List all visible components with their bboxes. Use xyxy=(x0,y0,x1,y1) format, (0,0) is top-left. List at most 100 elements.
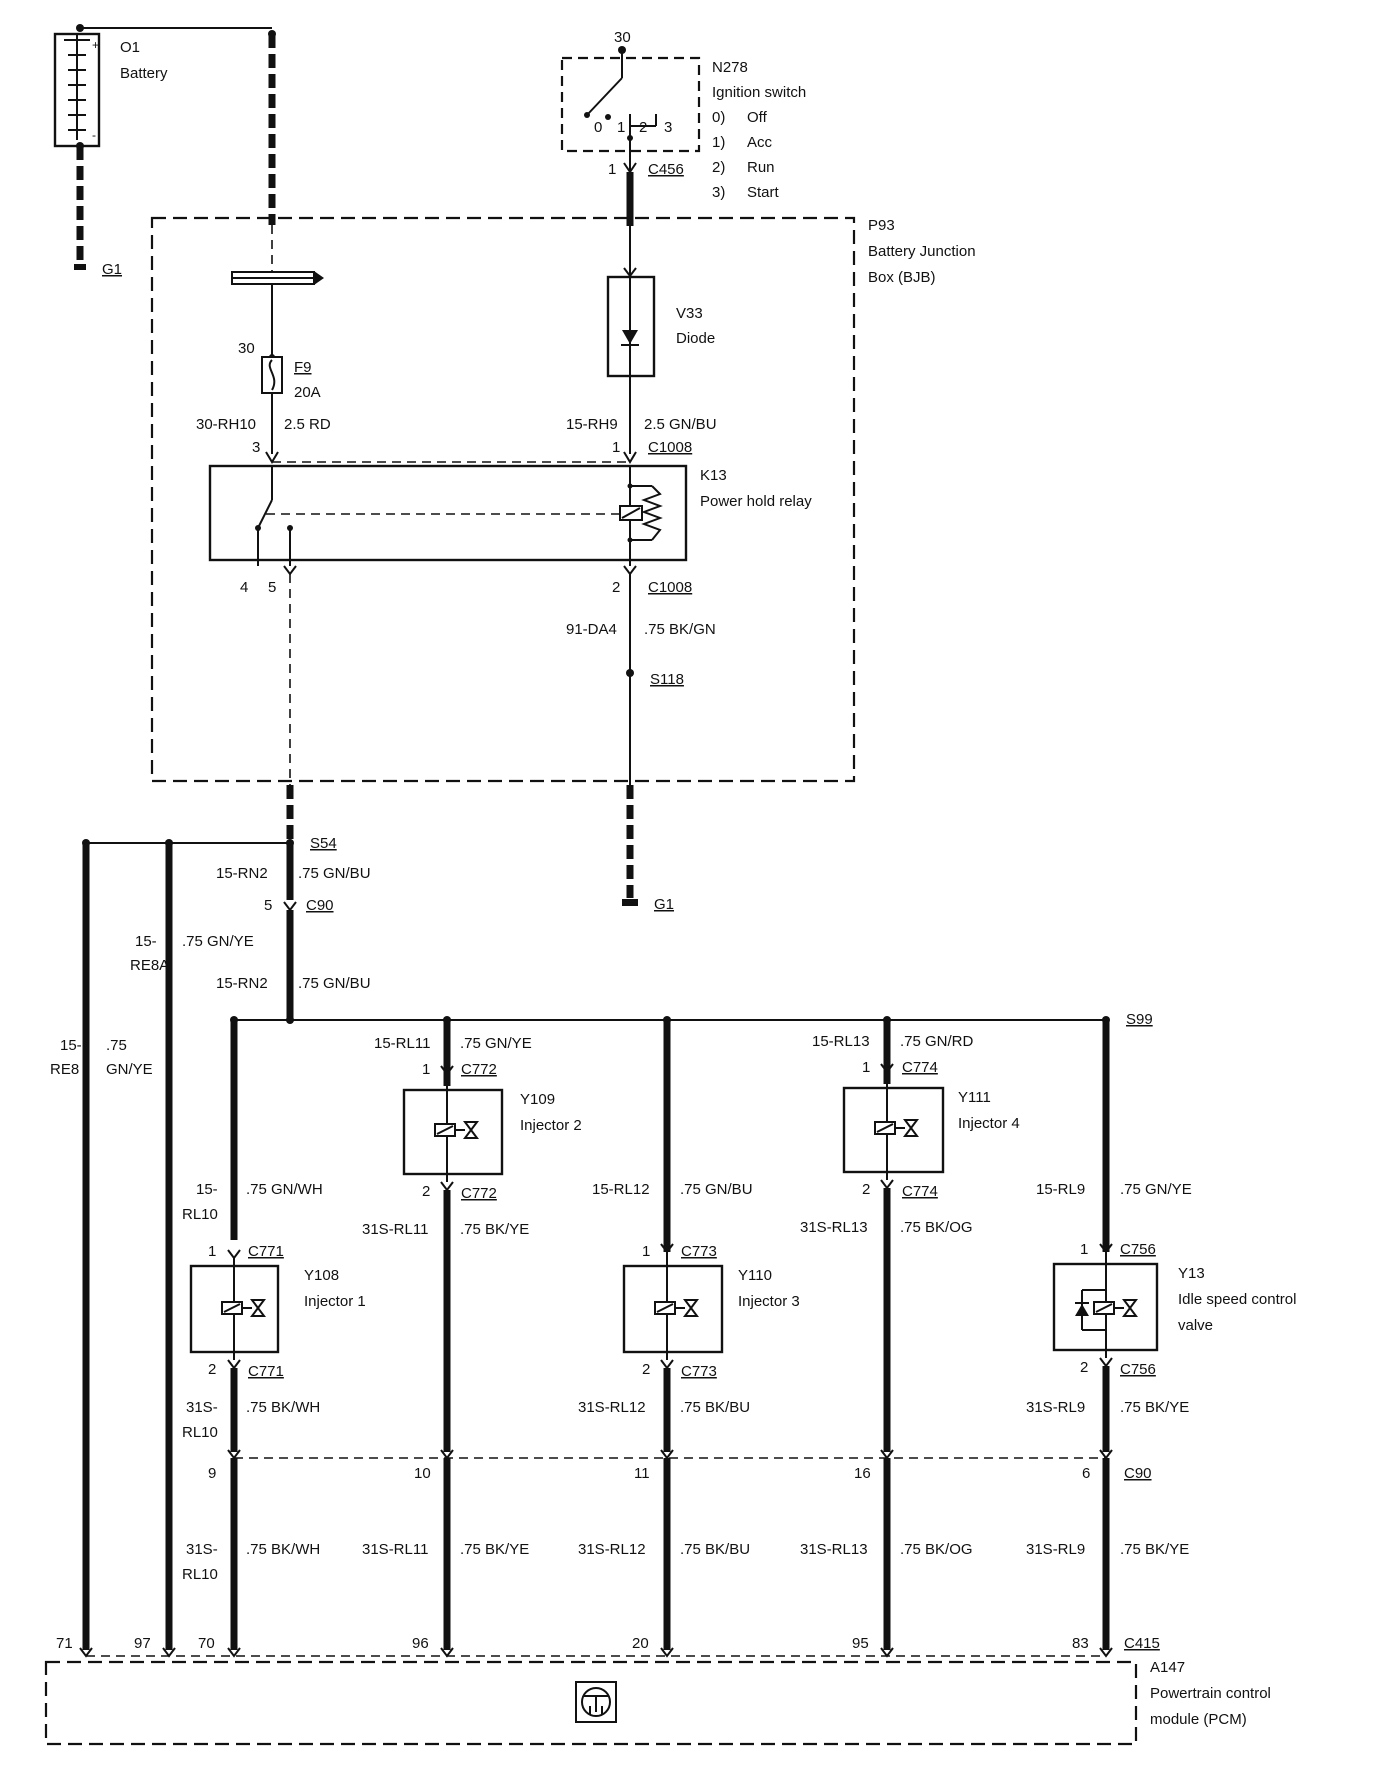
bjb-box xyxy=(150,216,856,783)
inj3-in: 15-RL12 xyxy=(592,1181,650,1198)
inj3-out: 31S-RL12 xyxy=(578,1399,646,1416)
ignition-pos-label-3: Start xyxy=(747,184,780,201)
ignition-pos-2: 2 xyxy=(639,119,647,136)
inj3-low: 31S-RL12 xyxy=(578,1541,646,1558)
inj4-conn2: C774 xyxy=(902,1183,938,1200)
inj2-low: 31S-RL11 xyxy=(362,1541,428,1558)
inj1-pcm-pin: 70 xyxy=(198,1635,215,1652)
ignition-pos-num-3: 3) xyxy=(712,184,725,201)
ignition-pos-num-0: 0) xyxy=(712,109,725,126)
inj1-in-a: 15- xyxy=(196,1181,218,1198)
pcm-symbol-icon xyxy=(575,1681,617,1723)
idle-speed-control-valve xyxy=(1052,1252,1159,1358)
inj2-c90-pin: 10 xyxy=(414,1465,431,1482)
isc-low: 31S-RL9 xyxy=(1026,1541,1085,1558)
inj4-c90-pin: 16 xyxy=(854,1465,871,1482)
ignition-name: Ignition switch xyxy=(712,84,806,101)
inj4-out-wire: .75 BK/OG xyxy=(900,1219,973,1236)
inj3-conn2: C773 xyxy=(681,1363,717,1380)
ignition-pin: 30 xyxy=(614,29,631,46)
diode-id: V33 xyxy=(676,305,703,322)
pcm-line2: module (PCM) xyxy=(1150,1711,1247,1728)
ignition-pos-1: 1 xyxy=(617,119,625,136)
c90-upper-pin: 5 xyxy=(264,897,272,914)
ignition-pos-num-1: 1) xyxy=(712,134,725,151)
fuse-f9 xyxy=(261,354,283,454)
fuse-id: F9 xyxy=(294,359,312,376)
inj2-pcm-pin: 96 xyxy=(412,1635,429,1652)
inj3-in-wire: .75 GN/BU xyxy=(680,1181,753,1198)
isc-in-wire: .75 GN/YE xyxy=(1120,1181,1192,1198)
ignition-pos-3: 3 xyxy=(664,119,672,136)
inj1-low-wire: .75 BK/WH xyxy=(246,1541,320,1558)
inj2-pin1: 1 xyxy=(422,1061,430,1078)
s54-circuit2: 15-RN2 xyxy=(216,975,268,992)
battery: + - xyxy=(53,24,276,270)
ignition-id: N278 xyxy=(712,59,748,76)
inj4-pcm-pin: 95 xyxy=(852,1635,869,1652)
isc-pin2: 2 xyxy=(1080,1359,1088,1376)
inj4-name: Injector 4 xyxy=(958,1115,1020,1132)
c456-pin: 1 xyxy=(608,161,616,178)
inj4-out: 31S-RL13 xyxy=(800,1219,868,1236)
injector-3 xyxy=(622,1252,724,1360)
inj2-out: 31S-RL11 xyxy=(362,1221,428,1238)
inj2-name: Injector 2 xyxy=(520,1117,582,1134)
c415-label: C415 xyxy=(1124,1635,1160,1652)
diode-name: Diode xyxy=(676,330,715,347)
isc-pin1: 1 xyxy=(1080,1241,1088,1258)
battery-plus: + xyxy=(92,38,99,52)
pcm-pin-71: 71 xyxy=(56,1635,73,1652)
injector-4 xyxy=(842,1072,945,1180)
inj3-pin2: 2 xyxy=(642,1361,650,1378)
inj4-low: 31S-RL13 xyxy=(800,1541,868,1558)
pcm-pin-97: 97 xyxy=(134,1635,151,1652)
isc-c90-pin: 6 xyxy=(1082,1465,1090,1482)
inj3-low-wire: .75 BK/BU xyxy=(680,1541,750,1558)
pcm-line1: Powertrain control xyxy=(1150,1685,1271,1702)
inj2-out-wire: .75 BK/YE xyxy=(460,1221,529,1238)
bjb-line2: Box (BJB) xyxy=(868,269,936,286)
inj4-pin1: 1 xyxy=(862,1059,870,1076)
relay-pin-1: 1 xyxy=(612,439,620,456)
bjb-id: P93 xyxy=(868,217,895,234)
inj1-name: Injector 1 xyxy=(304,1293,366,1310)
isc-line2: valve xyxy=(1178,1317,1213,1334)
relay-id: K13 xyxy=(700,467,727,484)
inj4-low-wire: .75 BK/OG xyxy=(900,1541,973,1558)
fuse-rating: 20A xyxy=(294,384,321,401)
inj2-low-wire: .75 BK/YE xyxy=(460,1541,529,1558)
diode-v33 xyxy=(606,226,656,454)
fuse-pin: 30 xyxy=(238,340,255,357)
ignition-pos-label-0: Off xyxy=(747,109,768,126)
inj1-conn1: C771 xyxy=(248,1243,284,1260)
c1008-bottom: C1008 xyxy=(648,579,692,596)
fuse-circuit: 30-RH10 xyxy=(196,416,256,433)
inj1-low-b: RL10 xyxy=(182,1566,218,1583)
relay-pin-4: 4 xyxy=(240,579,248,596)
re8a-circuit-b: RE8A xyxy=(130,957,169,974)
inj2-conn2: C772 xyxy=(461,1185,497,1202)
ignition-pos-0: 0 xyxy=(594,119,602,136)
fuse-wire: 2.5 RD xyxy=(284,416,331,433)
re8-wire-b: GN/YE xyxy=(106,1061,153,1078)
relay-name: Power hold relay xyxy=(700,493,812,510)
relay-k13 xyxy=(208,451,688,576)
inj4-in: 15-RL13 xyxy=(812,1033,870,1050)
ground-right-label: G1 xyxy=(654,896,674,913)
inj3-c90-pin: 11 xyxy=(634,1465,650,1482)
inj4-pin2: 2 xyxy=(862,1181,870,1198)
re8a-wire-label: .75 GN/YE xyxy=(182,933,254,950)
relay-pin-3: 3 xyxy=(252,439,260,456)
inj1-out-wire: .75 BK/WH xyxy=(246,1399,320,1416)
inj3-pin1: 1 xyxy=(642,1243,650,1260)
inj1-pin1: 1 xyxy=(208,1243,216,1260)
inj2-in: 15-RL11 xyxy=(374,1035,430,1052)
diode-circuit: 15-RH9 xyxy=(566,416,618,433)
inj3-pcm-pin: 20 xyxy=(632,1635,649,1652)
pcm-id: A147 xyxy=(1150,1659,1185,1676)
battery-id: O1 xyxy=(120,39,140,56)
bjb-line1: Battery Junction xyxy=(868,243,976,260)
injector-2 xyxy=(402,1074,504,1182)
s54-circuit1: 15-RN2 xyxy=(216,865,268,882)
